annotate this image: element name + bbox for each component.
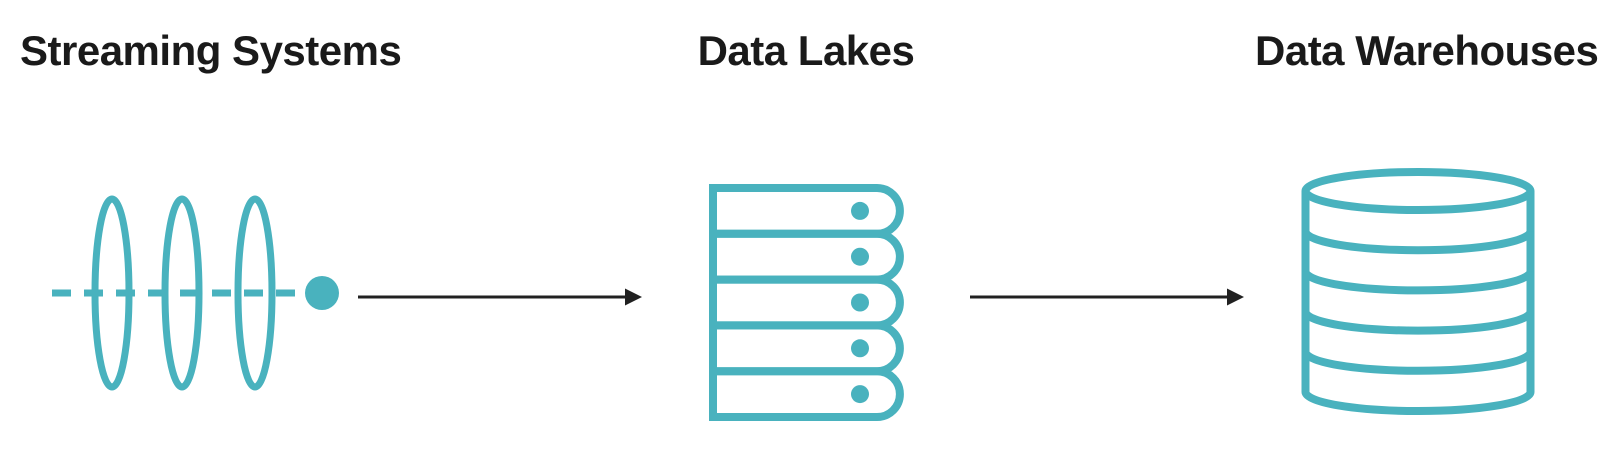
flow-arrow-streaming-to-lakes <box>355 284 647 310</box>
node-title-data-lakes: Data Lakes <box>697 27 915 74</box>
node-title-streaming-systems: Streaming Systems <box>20 27 402 74</box>
stacked-layers-icon <box>705 180 915 425</box>
flow-arrow-lakes-to-warehouses <box>967 284 1252 310</box>
stream-pipeline-icon <box>40 185 350 405</box>
database-cylinder-icon <box>1295 163 1545 425</box>
node-title-data-warehouses: Data Warehouses <box>1255 27 1599 74</box>
